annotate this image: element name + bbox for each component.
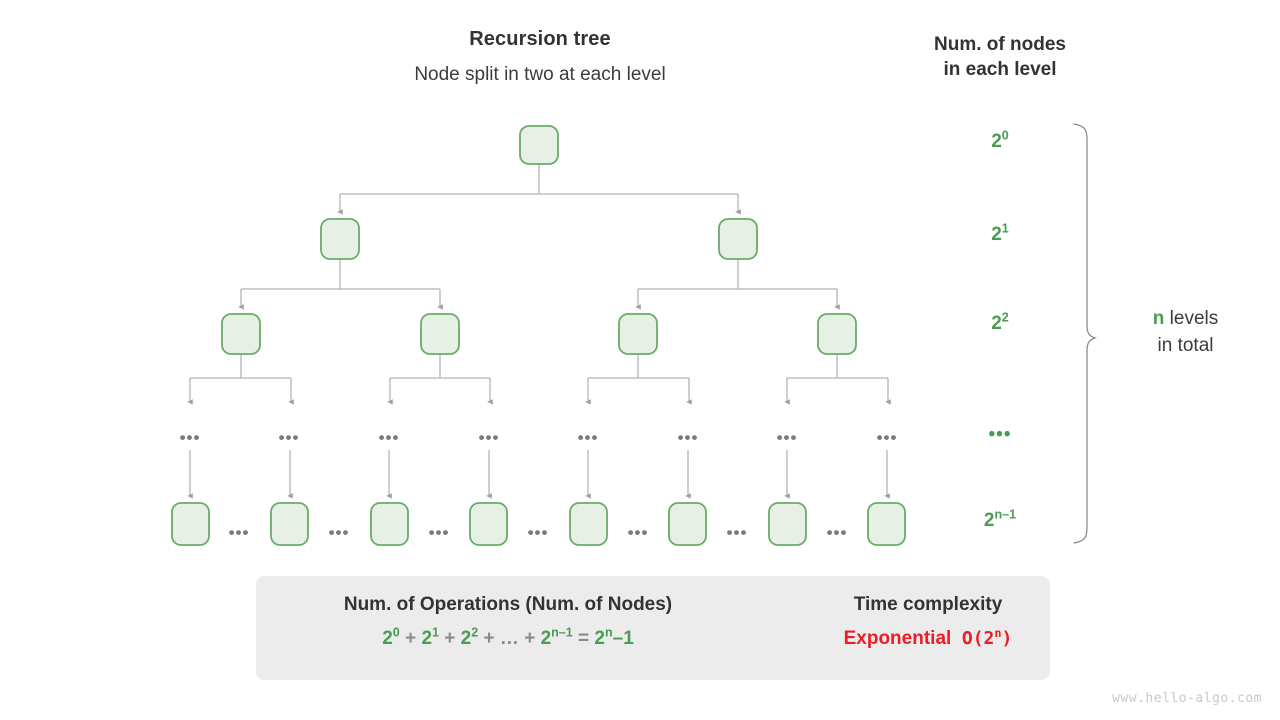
operations-title: Num. of Operations (Num. of Nodes): [343, 594, 673, 615]
nodes-column-header-line2: in each level: [943, 59, 1057, 80]
tree-leaf-dots-2: •••: [428, 523, 450, 542]
nodes-column-header-line1: Num. of nodes: [934, 34, 1066, 55]
complexity-word: Exponential: [843, 628, 952, 649]
tree-leaf-dots-0: •••: [228, 523, 250, 542]
level-count-0: 20: [940, 128, 1060, 153]
level-count-2: 22: [940, 310, 1060, 335]
tree-leaf-dots-3: •••: [527, 523, 549, 542]
summary-panel: Num. of Operations (Num. of Nodes) 20 + …: [256, 576, 1050, 680]
operations-block: Num. of Operations (Num. of Nodes) 20 + …: [272, 594, 744, 650]
formula-ellipsis: …: [499, 628, 519, 649]
levels-brace: [1073, 123, 1098, 544]
level-count-last: 2n–1: [940, 507, 1060, 532]
tree-node-l2-1: [420, 313, 460, 355]
tree-node-leaf-0: [171, 502, 210, 546]
complexity-title: Time complexity: [853, 594, 1003, 615]
total-levels-n: n: [1152, 308, 1165, 329]
tree-node-l1-0: [320, 218, 360, 260]
formula-equals: =: [578, 628, 590, 649]
formula-op-1: +: [444, 628, 456, 649]
formula-term-last: 2n–1: [540, 625, 573, 649]
tree-level-dots-1: •••: [278, 428, 300, 447]
level-count-ellipsis: •••: [988, 424, 1012, 445]
complexity-value: Exponential O(2n): [812, 626, 1044, 650]
tree-node-l2-3: [817, 313, 857, 355]
formula-term-1: 21: [421, 625, 439, 649]
tree-leaf-dots-6: •••: [826, 523, 848, 542]
complexity-bigo: O(2n): [961, 626, 1013, 649]
tree-level-dots-2: •••: [378, 428, 400, 447]
tree-node-leaf-7: [867, 502, 906, 546]
level-count-last-exp: n–1: [994, 507, 1017, 522]
total-levels-word: levels: [1169, 308, 1219, 329]
tree-node-leaf-2: [370, 502, 409, 546]
tree-node-leaf-6: [768, 502, 807, 546]
tree-node-l1-1: [718, 218, 758, 260]
tree-leaf-dots-1: •••: [328, 523, 350, 542]
page-subtitle: Node split in two at each level: [414, 64, 666, 85]
tree-leaf-dots-4: •••: [627, 523, 649, 542]
formula-result: 2n–1: [594, 625, 634, 649]
nodes-column-header: Num. of nodes in each level: [900, 32, 1100, 82]
formula-term-2: 22: [460, 625, 479, 649]
formula-op-0: +: [405, 628, 417, 649]
level-count-0-base: 2: [991, 131, 1002, 152]
formula-op-2: +: [483, 628, 495, 649]
total-levels-line2: in total: [1157, 335, 1214, 356]
level-count-1-base: 2: [991, 224, 1002, 245]
tree-node-leaf-4: [569, 502, 608, 546]
complexity-block: Time complexity Exponential O(2n): [812, 594, 1044, 650]
tree-node-l2-2: [618, 313, 658, 355]
level-count-last-base: 2: [983, 510, 995, 531]
page-title: Recursion tree: [469, 28, 611, 50]
tree-node-leaf-1: [270, 502, 309, 546]
operations-formula: 20 + 21 + 22 + … + 2n–1 = 2n–1: [272, 625, 744, 650]
formula-term-0: 20: [382, 625, 400, 649]
formula-op-3: +: [524, 628, 536, 649]
level-count-1: 21: [940, 221, 1060, 246]
tree-level-dots-0: •••: [179, 428, 201, 447]
tree-node-l2-0: [221, 313, 261, 355]
watermark: www.hello-algo.com: [1112, 691, 1262, 706]
tree-leaf-dots-5: •••: [726, 523, 748, 542]
level-count-1-exp: 1: [1001, 221, 1009, 236]
tree-level-dots-6: •••: [776, 428, 798, 447]
level-count-2-base: 2: [991, 313, 1002, 334]
tree-node-root: [519, 125, 559, 165]
summary-arrow-slot: [746, 616, 802, 644]
tree-nodes: [171, 125, 906, 546]
tree-level-dots-7: •••: [876, 428, 898, 447]
tree-node-leaf-3: [469, 502, 508, 546]
tree-level-dots-3: •••: [478, 428, 500, 447]
total-levels-label: n levels in total: [1098, 305, 1273, 359]
tree-edges: [187, 165, 891, 499]
tree-level-dots-4: •••: [577, 428, 599, 447]
level-count-2-exp: 2: [1001, 310, 1009, 325]
tree-node-leaf-5: [668, 502, 707, 546]
tree-level-dots-5: •••: [677, 428, 699, 447]
level-count-0-exp: 0: [1001, 128, 1009, 143]
